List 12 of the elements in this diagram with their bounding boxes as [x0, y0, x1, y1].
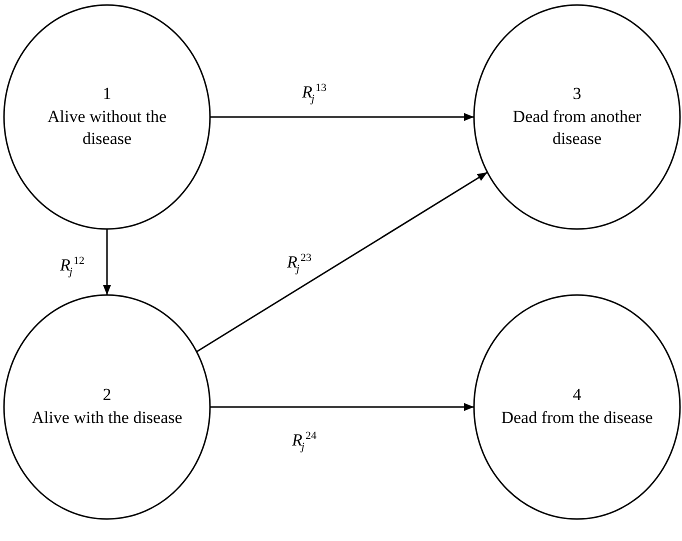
arrow: [210, 403, 474, 411]
state-label: Alive with the disease: [32, 407, 182, 429]
state-number: 3: [572, 82, 582, 105]
state-number: 2: [102, 384, 112, 406]
state-label: Alive without the disease: [46, 106, 168, 150]
state-label: Dead from the disease: [501, 407, 653, 429]
arrow: [196, 172, 488, 352]
state-number: 4: [572, 384, 582, 406]
arrow: [210, 113, 474, 121]
state-label: Dead from another disease: [512, 106, 642, 150]
arrow: [103, 229, 111, 295]
state-number: 1: [102, 82, 112, 105]
